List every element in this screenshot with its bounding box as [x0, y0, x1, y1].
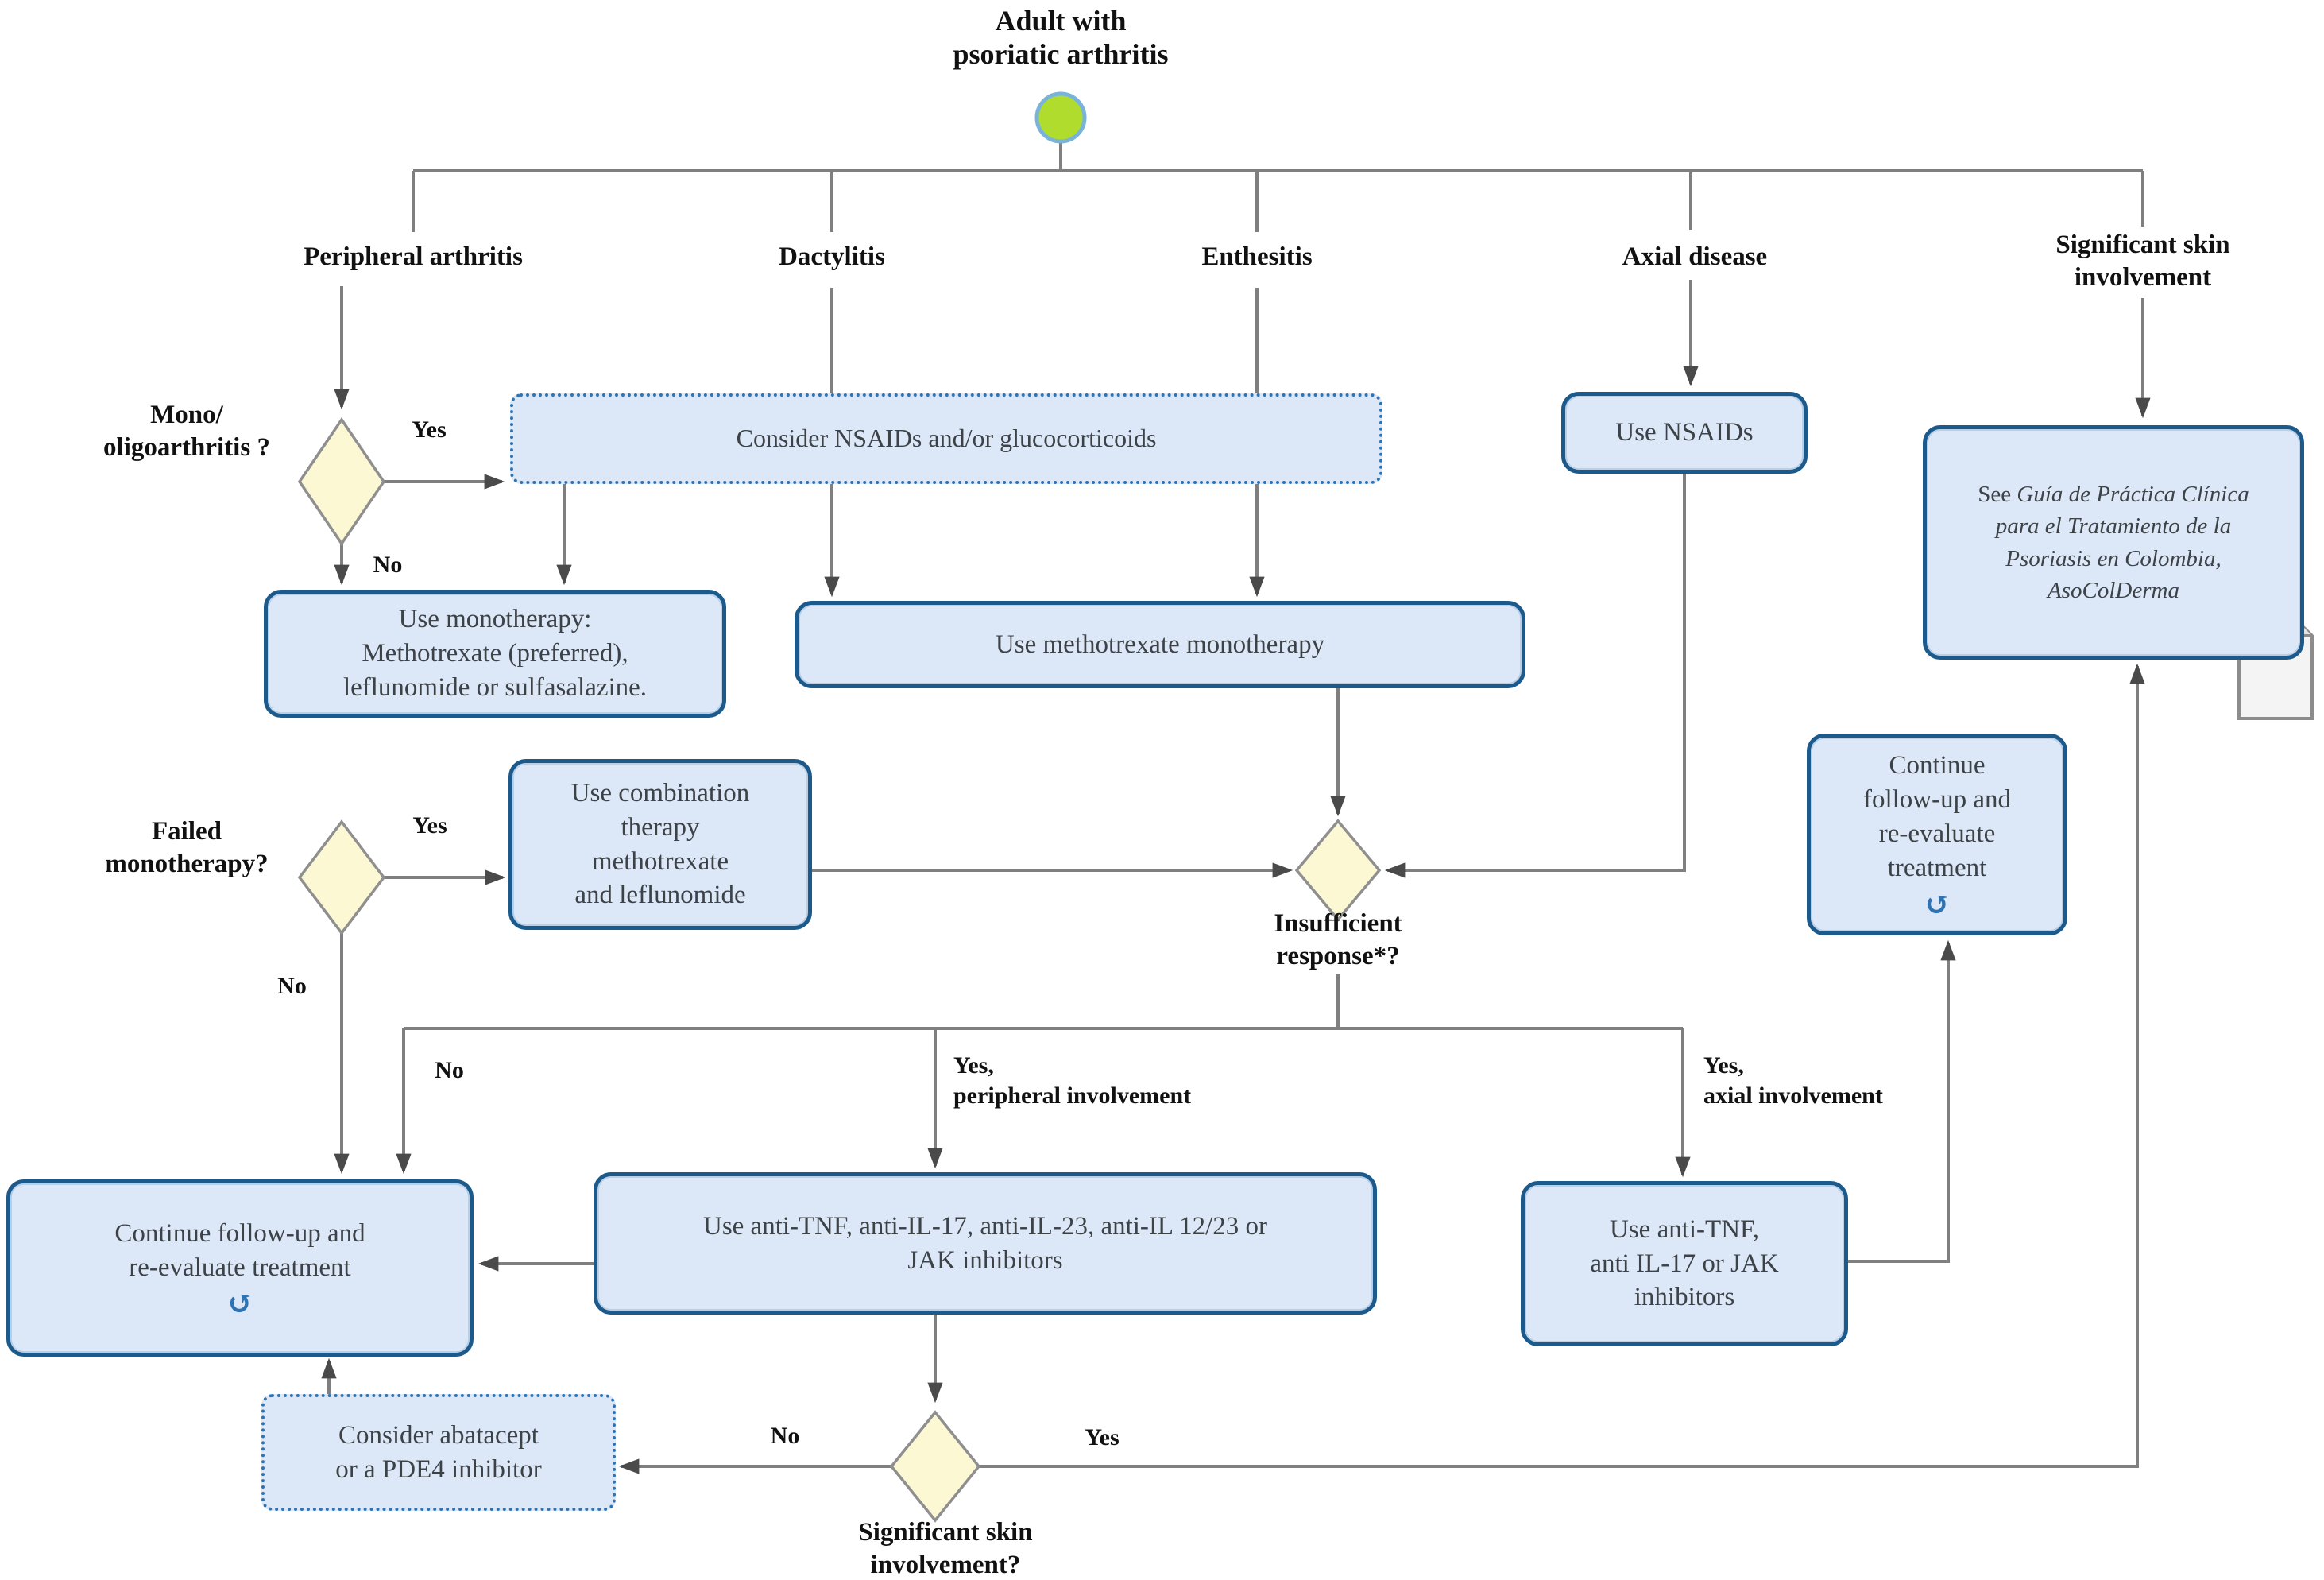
box-use-combination-text: Use combination therapy methotrexate and… [570, 778, 750, 910]
box-use-methotrexate-text: Use methotrexate monotherapy [995, 629, 1325, 659]
decision-diamond-skin-involvement [889, 1410, 981, 1523]
box-consider-nsaids: Consider NSAIDs and/or glucocorticoids [510, 393, 1382, 484]
box-consider-abatacept: Consider abatacept or a PDE4 inhibitor [261, 1394, 616, 1511]
loop-icon: ↺ [226, 1285, 253, 1322]
decision-label-mono-oligoarthritis: Mono/ oligoarthritis ? [103, 401, 270, 463]
box-consider-nsaids-text: Consider NSAIDs and/or glucocorticoids [736, 424, 1157, 453]
box-use-nsaids-text: Use NSAIDs [1615, 418, 1754, 447]
box-see-guia-italic: Guía de Práctica Clínica para el Tratami… [1995, 482, 2249, 603]
branch-label-skin-involvement: Significant skin involvement [2055, 230, 2230, 292]
box-use-combination: Use combination therapy methotrexate and… [508, 759, 812, 930]
box-use-monotherapy-text: Use monotherapy: Methotrexate (preferred… [342, 605, 648, 702]
decision-label-skin-involvement: Significant skin involvement? [858, 1518, 1033, 1580]
box-consider-abatacept-text: Consider abatacept or a PDE4 inhibitor [335, 1420, 542, 1484]
box-continue-followup-left: Continue follow-up and re-evaluate treat… [6, 1179, 474, 1357]
edge-label-insufficient-no: No [435, 1057, 464, 1083]
start-title: Adult with psoriatic arthritis [953, 5, 1169, 71]
box-anti-tnf-peripheral: Use anti-TNF, anti-IL-17, anti-IL-23, an… [594, 1172, 1377, 1315]
box-see-guia: See Guía de Práctica Clínica para el Tra… [1923, 425, 2304, 660]
box-see-guia-text: See Guía de Práctica Clínica para el Tra… [1954, 478, 2273, 606]
edge-label-failed-no: No [277, 973, 307, 999]
start-node [1034, 91, 1087, 144]
decision-label-insufficient-response: Insufficient response*? [1274, 909, 1402, 971]
branch-label-peripheral-arthritis: Peripheral arthritis [304, 242, 523, 271]
edge-label-skin-no: No [770, 1423, 800, 1449]
branch-label-axial-disease: Axial disease [1622, 242, 1768, 271]
box-use-methotrexate: Use methotrexate monotherapy [795, 601, 1525, 688]
loop-icon: ↺ [1924, 885, 1951, 922]
box-use-monotherapy: Use monotherapy: Methotrexate (preferred… [264, 590, 726, 718]
connector-lines [321, 141, 2151, 1474]
box-continue-followup-left-text: Continue follow-up and re-evaluate treat… [114, 1218, 365, 1282]
decision-diamond-mono-oligoarthritis [297, 416, 386, 547]
branch-label-dactylitis: Dactylitis [779, 242, 885, 271]
edge-label-insufficient-yes-axial: Yes, axial involvement [1703, 1052, 1883, 1109]
box-continue-followup-right: Continue follow-up and re-evaluate treat… [1807, 734, 2067, 935]
box-see-guia-prefix: See [1978, 482, 2017, 508]
decision-diamond-failed-monotherapy [297, 819, 386, 935]
decision-label-failed-monotherapy: Failed monotherapy? [105, 817, 269, 879]
box-continue-followup-right-text: Continue follow-up and re-evaluate treat… [1862, 751, 2012, 882]
box-anti-tnf-axial-text: Use anti-TNF, anti IL-17 or JAK inhibito… [1590, 1214, 1779, 1312]
edge-label-mono-no: No [373, 552, 403, 578]
edge-label-insufficient-yes-peripheral: Yes, peripheral involvement [953, 1052, 1192, 1109]
edge-label-skin-yes: Yes [1085, 1424, 1119, 1450]
box-anti-tnf-peripheral-text: Use anti-TNF, anti-IL-17, anti-IL-23, an… [702, 1211, 1267, 1275]
box-use-nsaids: Use NSAIDs [1561, 392, 1808, 474]
branch-label-enthesitis: Enthesitis [1201, 242, 1313, 271]
box-anti-tnf-axial: Use anti-TNF, anti IL-17 or JAK inhibito… [1521, 1181, 1848, 1346]
decision-diamond-insufficient-response [1294, 819, 1382, 922]
edge-label-failed-yes: Yes [412, 812, 447, 838]
edge-label-mono-yes: Yes [412, 416, 447, 443]
